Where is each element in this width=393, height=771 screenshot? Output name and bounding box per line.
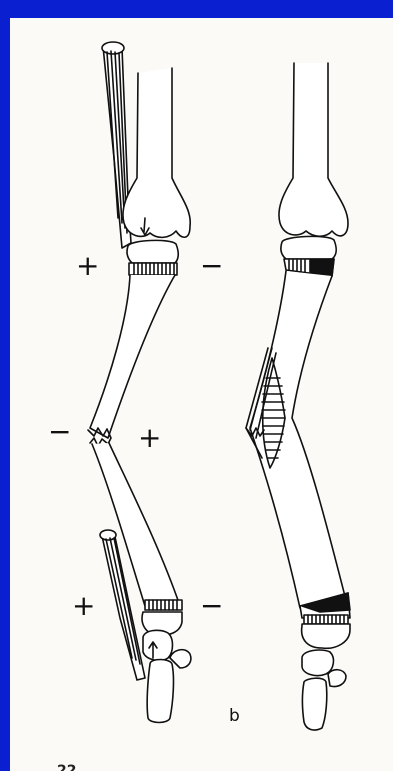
sign-minus-upper-right: − [200,252,223,280]
sign-plus-lower-left: + [72,592,95,620]
left-tibia-upper-shaft [90,275,175,438]
sign-plus-mid-right: + [138,424,161,452]
right-tibia-shaft [246,271,348,608]
right-tibia-upper-epiphysis [281,236,336,276]
bone-diagram [10,18,393,771]
left-femur [123,68,190,237]
sign-minus-mid-left: − [48,418,71,446]
right-femur [279,63,348,236]
page-number: 22 [57,762,76,771]
sign-plus-upper-left: + [76,252,99,280]
left-foot-bones [143,630,191,722]
left-tibia-upper-epiphysis [127,240,178,275]
figure-page: + − − + + − b 22 [10,18,393,771]
panel-label: b [229,706,240,726]
right-foot-bones [302,650,346,730]
left-tibia-lower-shaft [92,443,180,606]
sign-minus-lower-right: − [200,592,223,620]
